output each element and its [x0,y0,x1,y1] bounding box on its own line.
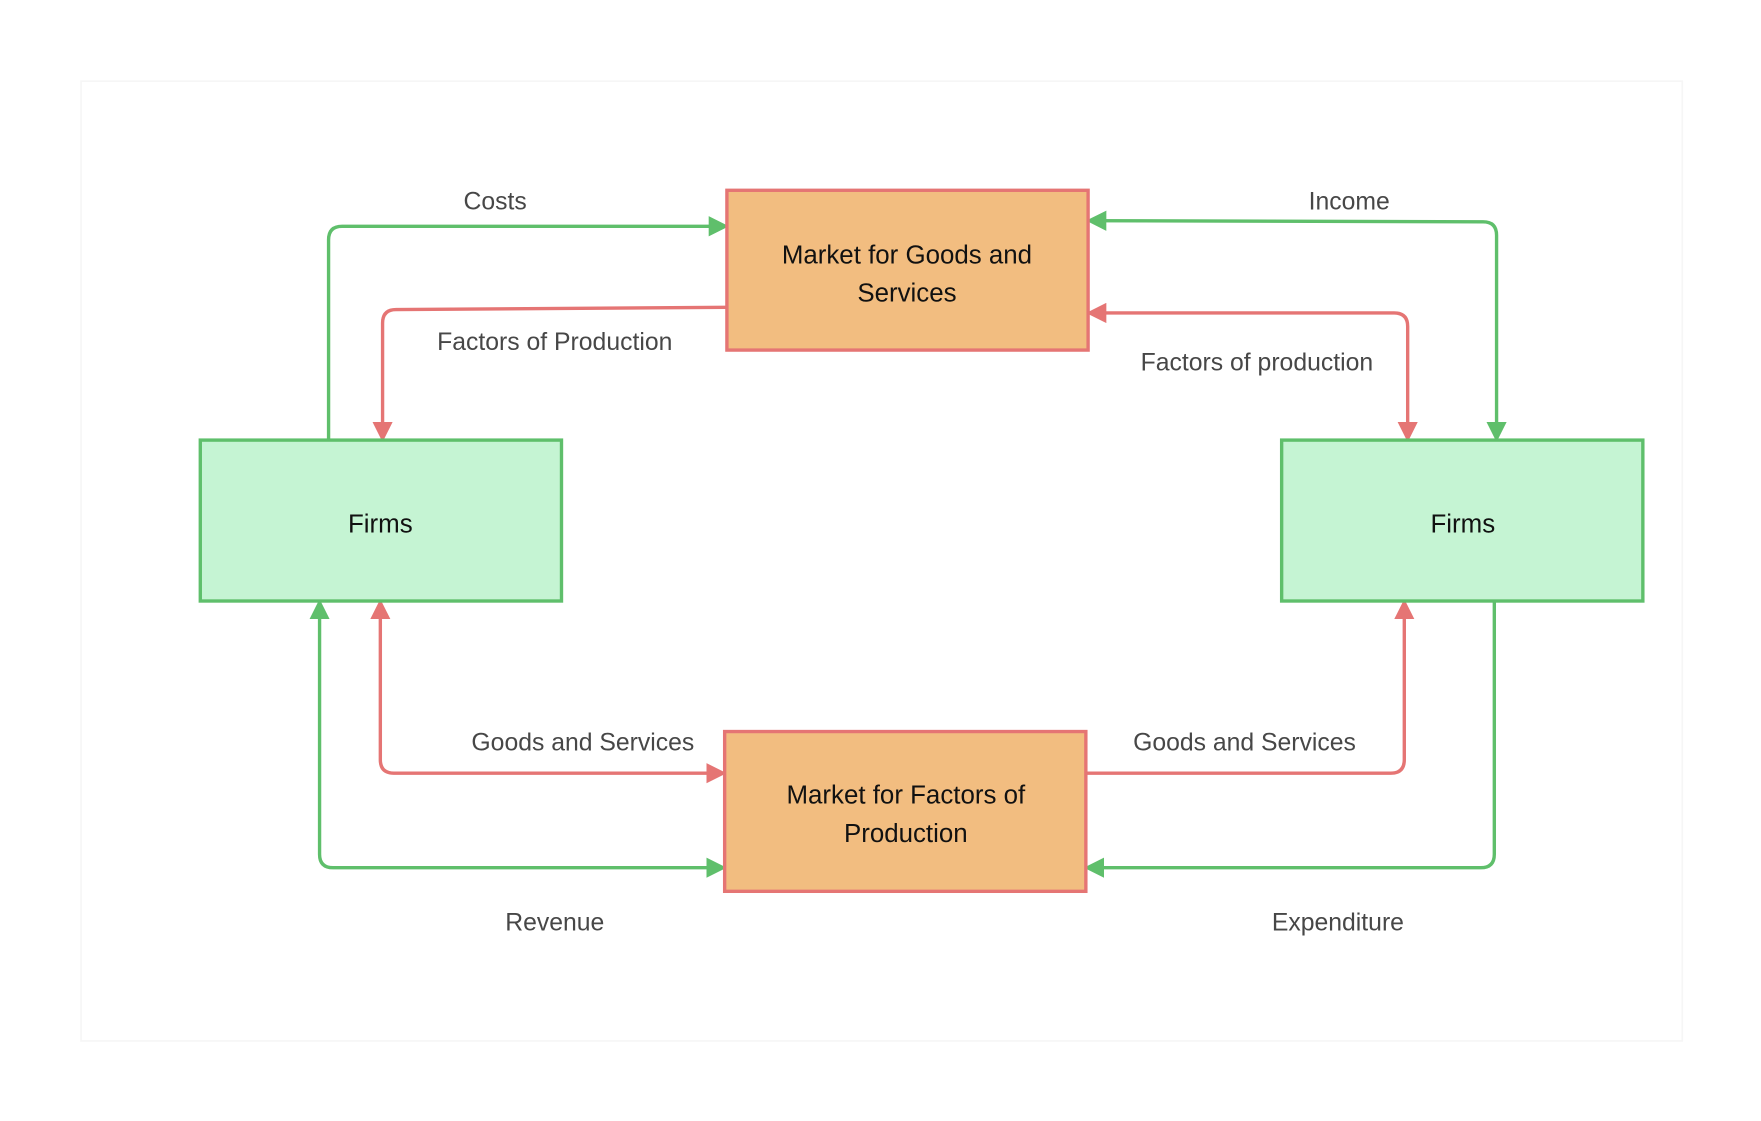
edge-revenue[interactable] [309,598,727,878]
node-label-line: Market for Factors of [786,782,1025,810]
edge-label-factors-left: Factors of Production [437,329,672,356]
node-label: Firms [348,510,413,538]
node-label-line: Market for Goods and [782,241,1032,269]
node-market-factors[interactable]: Market for Factors of Production [722,729,1088,894]
node-label-line: Services [857,280,956,308]
edge-label-factors-right: Factors of production [1141,349,1374,376]
edge-goods-right[interactable] [1085,598,1415,775]
edge-expenditure[interactable] [1083,601,1497,878]
edge-label-goods-right: Goods and Services [1133,730,1356,757]
edge-label-income: Income [1309,188,1390,215]
edge-label-revenue: Revenue [505,910,604,937]
node-label: Firms [1430,510,1495,538]
node-firms-right[interactable]: Firms [1279,438,1645,603]
edge-label-goods-left: Goods and Services [471,730,694,757]
edge-label-costs: Costs [463,188,526,215]
node-firms-left[interactable]: Firms [198,438,564,603]
edge-factors-right[interactable] [1086,302,1418,443]
edge-label-expenditure: Expenditure [1272,910,1404,937]
edge-factors-left[interactable] [372,305,727,443]
edge-costs[interactable] [326,216,729,441]
node-market-goods[interactable]: Market for Goods and Services [725,188,1090,352]
node-label-line: Production [844,820,968,848]
edge-income[interactable] [1086,210,1507,443]
